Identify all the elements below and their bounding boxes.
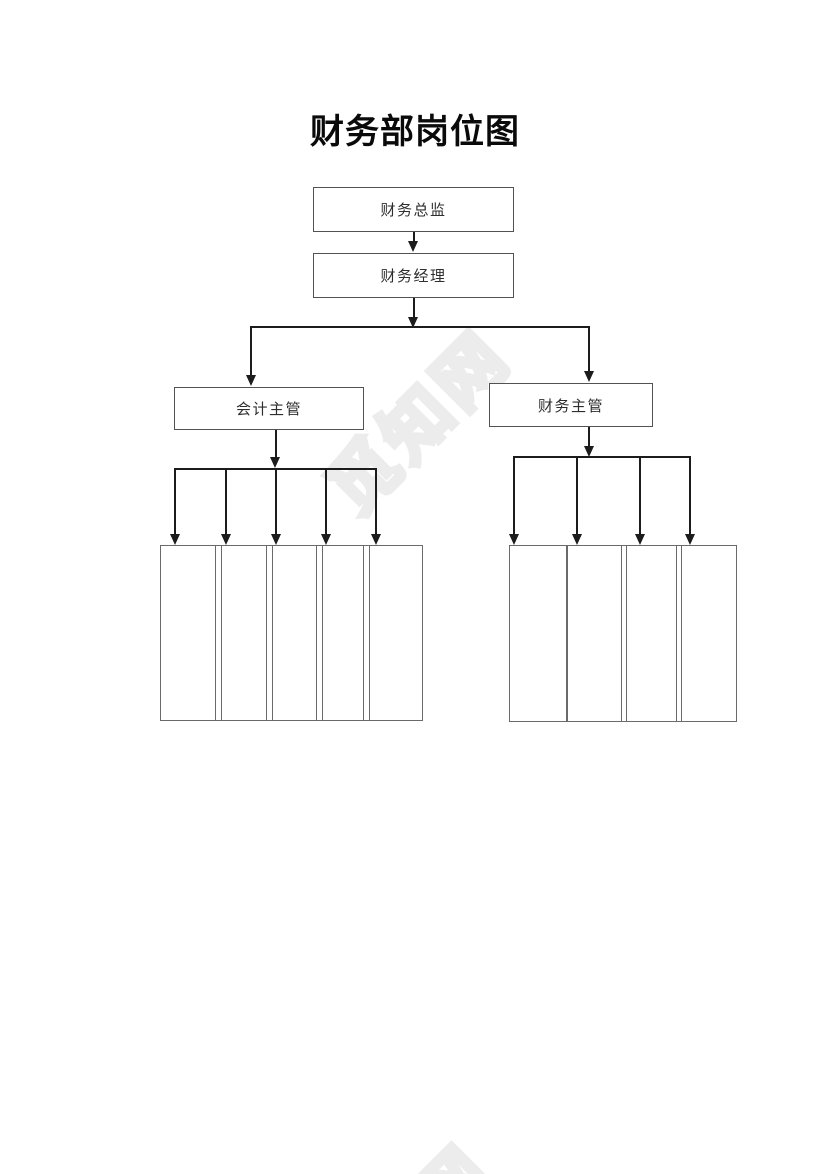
position-slot-empty <box>161 546 215 720</box>
position-slot-empty <box>568 546 622 721</box>
page-title: 财务部岗位图 <box>310 113 520 151</box>
arrowhead-icon <box>583 371 594 382</box>
node-accounting-supervisor: 会计主管 <box>174 387 364 430</box>
drop-line <box>513 456 515 534</box>
arrowhead-icon <box>407 317 418 328</box>
arrowhead-icon <box>634 534 645 545</box>
slot-divider <box>566 546 569 721</box>
slot-divider <box>675 546 682 721</box>
arrowhead-icon <box>571 534 582 545</box>
node-finance-supervisor: 财务主管 <box>489 383 653 427</box>
accounting-positions-grid <box>160 545 423 721</box>
node-finance-director-label: 财务总监 <box>380 202 447 219</box>
connector-to-accounting-supervisor-line <box>250 326 252 375</box>
connector-to-finance-supervisor-line <box>588 326 590 371</box>
arrowhead-icon <box>370 534 381 545</box>
arrowhead-icon <box>270 534 281 545</box>
drop-line <box>639 456 641 534</box>
slot-divider <box>214 546 222 720</box>
position-slot-empty <box>221 546 267 720</box>
arrowhead-icon <box>684 534 695 545</box>
arrowhead-icon <box>220 534 231 545</box>
arrowhead-icon <box>508 534 519 545</box>
connector-finance-down-line <box>588 427 590 446</box>
node-finance-manager: 财务经理 <box>313 253 514 298</box>
finance-positions-grid <box>509 545 737 722</box>
node-finance-supervisor-label: 财务主管 <box>537 397 604 415</box>
connector-director-manager-line <box>413 232 415 242</box>
drop-line <box>275 468 277 534</box>
drop-line <box>576 456 578 534</box>
arrowhead-icon <box>245 375 256 386</box>
arrowhead-icon <box>320 534 331 545</box>
drop-line <box>689 456 691 534</box>
arrowhead-icon <box>583 446 594 457</box>
arrowhead-icon <box>169 534 180 545</box>
drop-line <box>225 468 227 534</box>
slot-divider <box>266 546 274 720</box>
connector-manager-split-line <box>413 298 415 317</box>
split-horizontal-line <box>250 326 590 328</box>
slot-divider <box>363 546 371 720</box>
slot-divider <box>315 546 323 720</box>
arrowhead-icon <box>407 241 418 252</box>
position-slot-empty <box>510 546 567 721</box>
position-slot-empty <box>370 546 422 720</box>
connector-accounting-down-line <box>275 430 277 457</box>
node-finance-manager-label: 财务经理 <box>380 268 447 285</box>
slot-divider <box>621 546 628 721</box>
position-slot-empty <box>273 546 316 720</box>
position-slot-empty <box>627 546 676 721</box>
position-slot-empty <box>681 546 736 721</box>
drop-line <box>325 468 327 534</box>
watermark-text-bottom: 觅知网 <box>285 1119 512 1174</box>
finance-distribution-line <box>513 456 691 458</box>
node-accounting-supervisor-label: 会计主管 <box>235 401 302 418</box>
arrowhead-icon <box>269 457 280 468</box>
drop-line <box>174 468 176 534</box>
node-finance-director: 财务总监 <box>313 187 514 232</box>
drop-line <box>375 468 377 534</box>
position-slot-empty <box>322 546 364 720</box>
